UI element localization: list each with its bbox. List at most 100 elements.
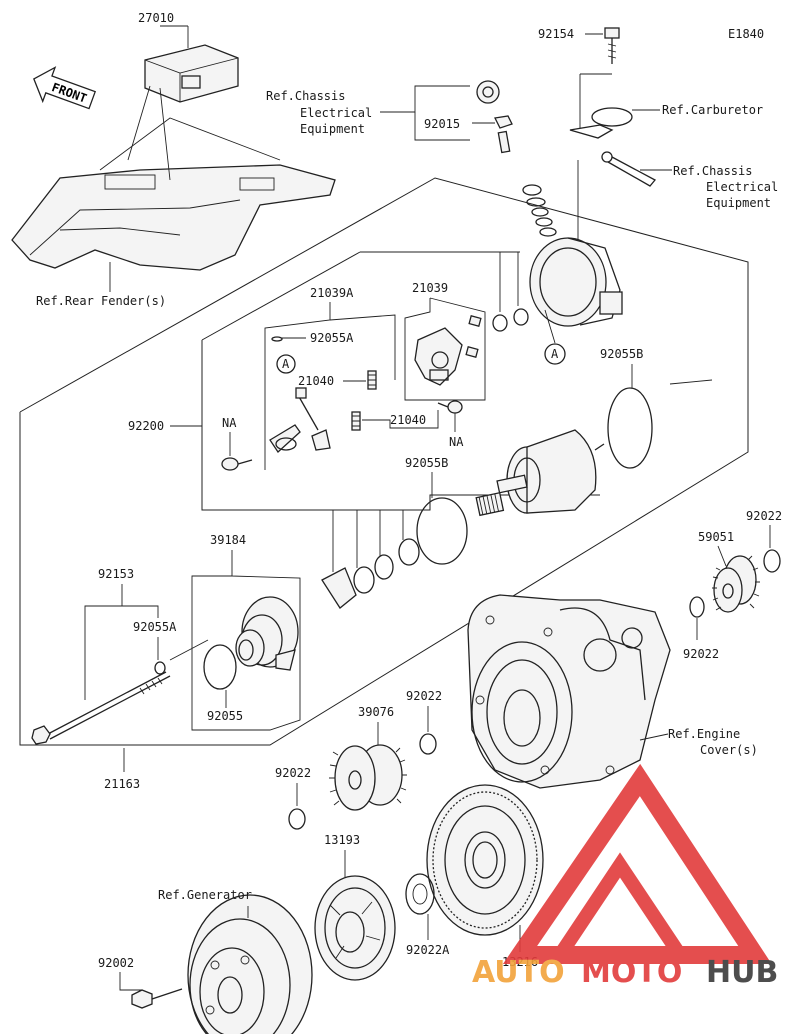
part-92154-label: 92154 bbox=[538, 27, 574, 41]
brush bbox=[468, 315, 482, 327]
chassis-cable-terminal bbox=[601, 151, 657, 187]
ref-carburetor: Ref.Carburetor bbox=[662, 103, 763, 117]
spring-21040-a bbox=[367, 370, 377, 390]
ref-chassis-top-2: Electrical bbox=[300, 106, 372, 120]
leader-line bbox=[122, 605, 159, 618]
leader-line bbox=[362, 410, 439, 429]
leader-line bbox=[191, 550, 301, 731]
part-92022-center-label: 92022 bbox=[406, 689, 442, 703]
ref-chassis-top-3: Equipment bbox=[300, 122, 365, 136]
leader-line bbox=[544, 309, 556, 344]
assembly-frame-outer bbox=[19, 177, 749, 746]
frame-line bbox=[201, 251, 361, 341]
ref-chassis-top-1: Ref.Chassis bbox=[266, 89, 345, 103]
terminal-pin bbox=[497, 130, 511, 154]
leader-line bbox=[669, 379, 713, 385]
starter-relay-27010 bbox=[144, 44, 239, 103]
ref-chassis-right-2: Electrical bbox=[706, 180, 778, 194]
washer-92022A-hole bbox=[412, 883, 428, 905]
starter-yoke-armature bbox=[475, 429, 605, 517]
part-21163-label: 21163 bbox=[104, 777, 140, 791]
washer bbox=[513, 308, 529, 326]
through-bolt-21163 bbox=[31, 671, 171, 745]
ref-rear-fender: Ref.Rear Fender(s) bbox=[36, 294, 166, 308]
spring-21040-b bbox=[351, 411, 361, 431]
part-92022-right-top-label: 92022 bbox=[746, 509, 782, 523]
ref-generator: Ref.Generator bbox=[158, 888, 252, 902]
ref-chassis-right-1: Ref.Chassis bbox=[673, 164, 752, 178]
part-92055A-top-label: 92055A bbox=[310, 331, 354, 345]
part-39076-label: 39076 bbox=[358, 705, 394, 719]
screw-na-left bbox=[221, 457, 253, 471]
o-ring-92055A bbox=[271, 336, 283, 342]
leader-line bbox=[84, 584, 123, 700]
bolt-92154 bbox=[604, 27, 620, 64]
part-27010-label: 27010 bbox=[138, 11, 174, 25]
brush bbox=[465, 346, 479, 358]
part-92055A-left-label: 92055A bbox=[133, 620, 177, 634]
o-ring-92055B-top bbox=[607, 387, 653, 469]
part-21039-label: 21039 bbox=[412, 281, 448, 295]
part-92200-label: 92200 bbox=[128, 419, 164, 433]
diagram-code: E1840 bbox=[728, 27, 764, 41]
part-92153-label: 92153 bbox=[98, 567, 134, 581]
logo-text-moto: MOTO bbox=[581, 955, 682, 990]
terminal-washers bbox=[522, 184, 557, 237]
washer-92022-right-top bbox=[763, 549, 781, 573]
part-21040-a-label: 21040 bbox=[298, 374, 334, 388]
front-arrow-icon: FRONT bbox=[33, 66, 97, 110]
starter-end-cover bbox=[529, 237, 623, 327]
nut-92015 bbox=[494, 115, 513, 129]
leader-line bbox=[159, 87, 171, 181]
bolt-92002 bbox=[131, 988, 183, 1009]
automotohub-logo: AUTO MOTO HUB bbox=[472, 763, 778, 990]
leader-line bbox=[119, 972, 142, 991]
generator-rotor bbox=[187, 894, 313, 1034]
o-ring-92055A-left bbox=[154, 661, 166, 675]
washer-92022-left bbox=[288, 808, 306, 830]
ref-a-right-marker bbox=[544, 343, 566, 365]
part-59051-label: 59051 bbox=[698, 530, 734, 544]
leader-line bbox=[127, 85, 151, 161]
o-ring-92055B-mid bbox=[416, 497, 468, 565]
part-92055B-top-label: 92055B bbox=[600, 347, 643, 361]
ref-engine-cover-2: Cover(s) bbox=[700, 743, 758, 757]
ref-engine-cover-1: Ref.Engine bbox=[668, 727, 740, 741]
screw-na-right bbox=[437, 400, 463, 414]
starter-ring-gear-13216 bbox=[426, 784, 544, 936]
part-92015-label: 92015 bbox=[424, 117, 460, 131]
idle-gear-39076 bbox=[329, 744, 407, 811]
washer-92022-center bbox=[419, 733, 437, 755]
part-92022-right-label: 92022 bbox=[683, 647, 719, 661]
rear-fender bbox=[11, 117, 336, 271]
ref-chassis-right-3: Equipment bbox=[706, 196, 771, 210]
starter-clutch-13193 bbox=[314, 875, 396, 981]
logo-text-hub: HUB bbox=[706, 955, 778, 990]
cable-boot bbox=[476, 80, 500, 104]
carburetor-cable-terminal bbox=[569, 73, 633, 139]
front-cover-39184 bbox=[235, 596, 299, 671]
shim-washers bbox=[321, 538, 420, 609]
leader-line bbox=[414, 112, 470, 141]
leader-line bbox=[717, 545, 727, 567]
leader-line bbox=[329, 314, 396, 380]
washer-92022A bbox=[405, 873, 435, 915]
part-92022A-label: 92022A bbox=[406, 943, 450, 957]
terminal-bolt-assembly bbox=[269, 387, 331, 453]
ref-a-left-marker bbox=[276, 354, 296, 374]
washer-92022-right bbox=[689, 596, 705, 618]
engine-cover bbox=[467, 594, 671, 789]
part-92002-label: 92002 bbox=[98, 956, 134, 970]
part-39184-label: 39184 bbox=[210, 533, 246, 547]
washer bbox=[492, 314, 508, 332]
leader-line bbox=[169, 639, 209, 661]
na-right: NA bbox=[449, 435, 464, 449]
ref-a-left: A bbox=[282, 357, 290, 371]
na-left: NA bbox=[222, 416, 237, 430]
part-92022-left-label: 92022 bbox=[275, 766, 311, 780]
leader-line bbox=[639, 733, 669, 741]
part-21040-b-label: 21040 bbox=[390, 413, 426, 427]
part-92055-label: 92055 bbox=[207, 709, 243, 723]
part-21039A-label: 21039A bbox=[310, 286, 354, 300]
